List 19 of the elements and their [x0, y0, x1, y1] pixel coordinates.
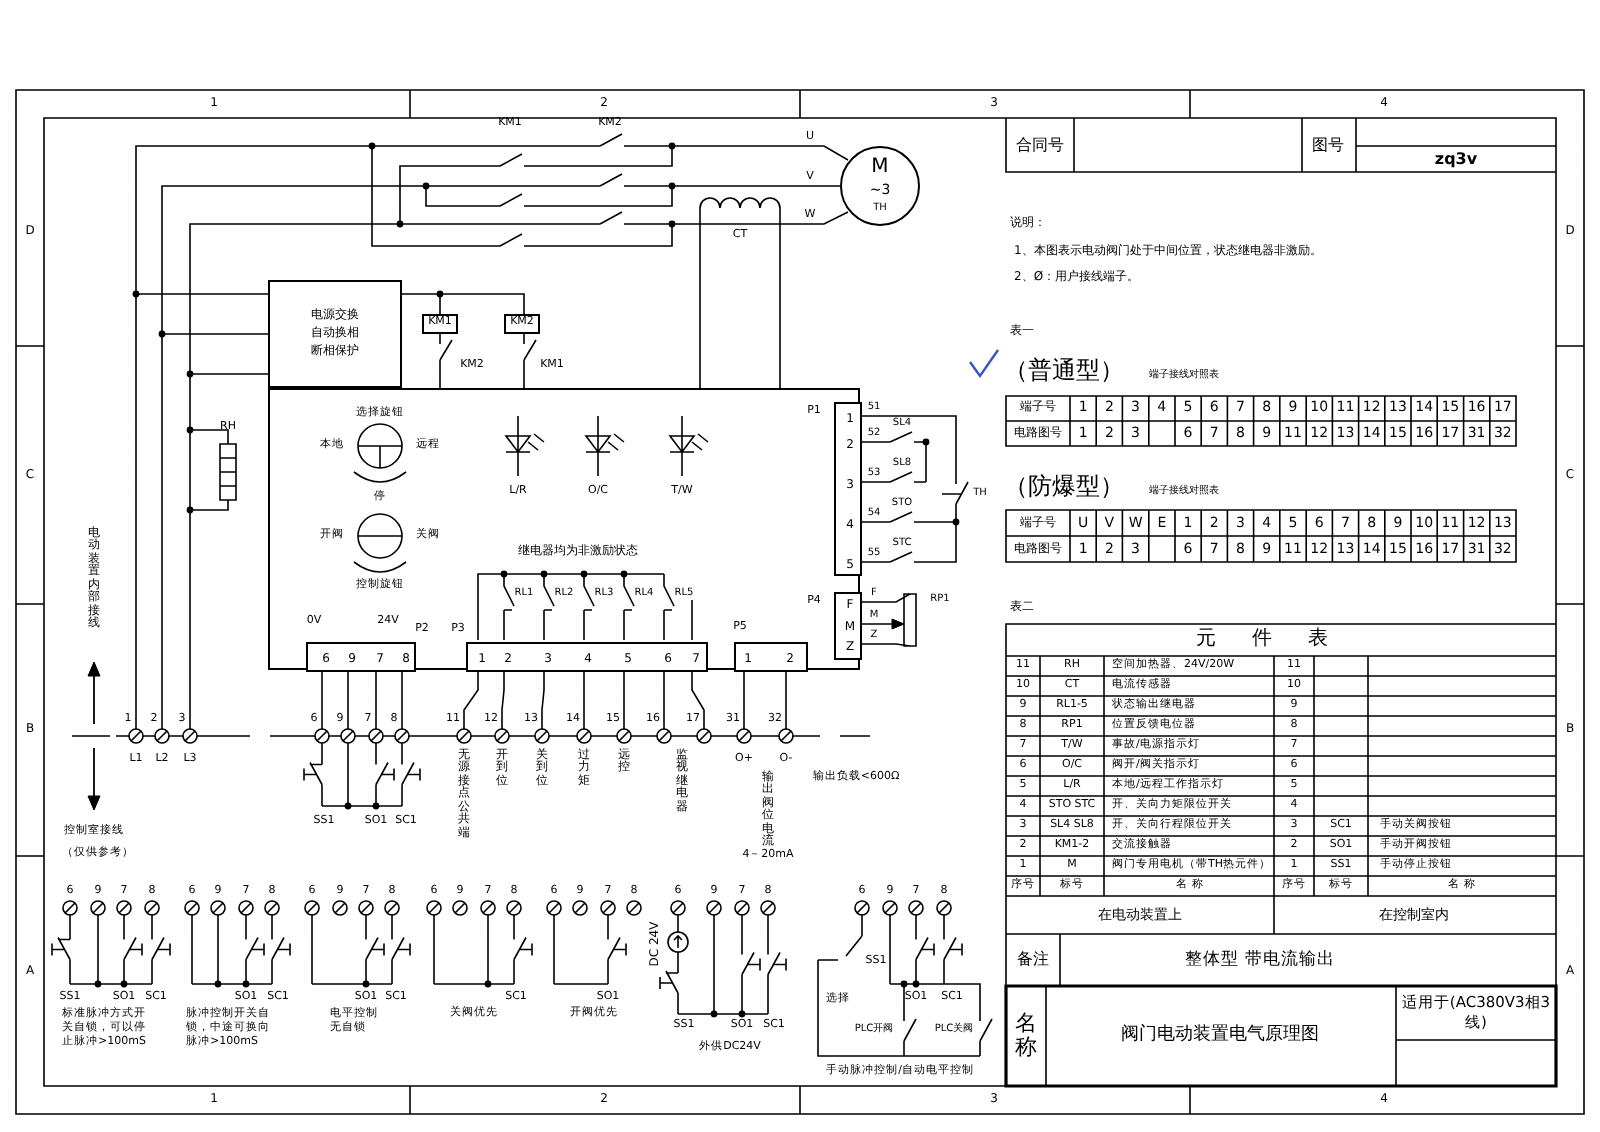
table-heading: （防爆型）	[1004, 474, 1124, 498]
terminal-connector	[306, 642, 416, 672]
drawing-title: 阀门电动装置电气原理图	[1121, 1027, 1319, 1045]
motor-symbol	[840, 146, 920, 226]
drawing-number: zq3v	[1434, 152, 1478, 168]
terminal-connector	[834, 592, 862, 660]
field-label: 名称	[1015, 1012, 1037, 1060]
field-label: 合同号	[1016, 138, 1064, 154]
field-label: 图号	[1312, 138, 1344, 154]
terminal-connector	[466, 642, 708, 672]
field-label: 备注	[1017, 952, 1049, 968]
terminal-connector	[834, 402, 862, 576]
remark-text: 整体型 带电流输出	[1185, 951, 1335, 969]
control-board	[268, 388, 860, 670]
motor-label: M	[871, 158, 889, 178]
terminal-connector	[734, 642, 808, 672]
table-heading: （普通型）	[1004, 358, 1124, 382]
table-title: 元件表	[1196, 630, 1364, 650]
power-module	[268, 280, 402, 388]
